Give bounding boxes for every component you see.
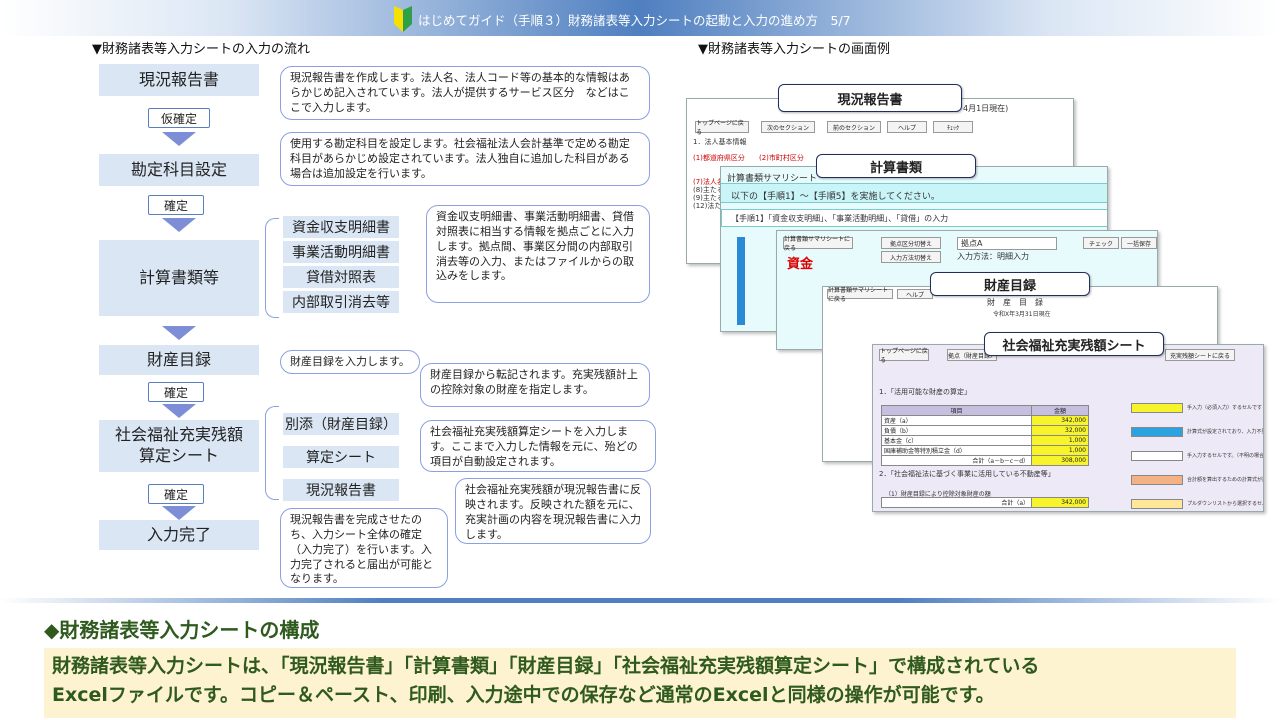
check-button[interactable]: チェック <box>1083 237 1119 249</box>
sum-table: 合計（a）342,000 <box>881 497 1089 508</box>
label-zaisan: 財産目録 <box>930 272 1090 296</box>
down-arrow-icon <box>162 132 196 146</box>
legend-text: 合計額を算出するための計算式が設定 <box>1187 477 1263 483</box>
beginner-mark-icon <box>394 6 412 32</box>
step-kakutei-1: 確定 <box>148 195 204 215</box>
down-arrow-icon <box>162 218 196 232</box>
legend-text: プルダウンリストから選択するセルです <box>1187 501 1263 507</box>
sub-naibu: 内部取引消去等 <box>283 291 399 313</box>
callout-complete: 現況報告書を完成させたのち、入力シート全体の確定（入力完了）を行います。入力完了… <box>280 508 448 588</box>
title-bar <box>0 0 1280 36</box>
flow-box-genkyo: 現況報告書 <box>99 64 259 96</box>
callout-zaisan: 財産目録を入力します。 <box>280 350 420 374</box>
callout-betten: 財産目録から転記されます。充実残額計上の控除対象の財産を指定します。 <box>420 363 650 407</box>
flow-section-title: ▼財務諸表等入力シートの入力の流れ <box>92 42 310 57</box>
down-arrow-icon <box>162 404 196 418</box>
flow-box-shakai: 社会福祉充実残額 算定シート <box>99 420 259 472</box>
summary-box: 財務諸表等入力シートは、「現況報告書」「計算書類」「財産目録」「社会福祉充実残額… <box>44 648 1236 718</box>
label-genkyo: 現況報告書 <box>778 84 962 112</box>
legend-swatch <box>1131 427 1183 437</box>
prev-section-button[interactable]: 前のセクション <box>827 121 881 133</box>
divider-bar <box>0 598 1280 603</box>
legend-text: 手入力するセルです。（不明の場合） <box>1187 453 1263 459</box>
check-button[interactable]: ﾁｪｯｸ <box>933 121 973 133</box>
sub-genkyo: 現況報告書 <box>283 479 399 501</box>
summary-line-2: Excelファイルです。コピー＆ペースト、印刷、入力途中での保存など通常のExc… <box>52 683 995 706</box>
callout-genkyo: 現況報告書を作成します。法人名、法人コード等の基本的な情報はあらかじめ記入されて… <box>280 66 650 120</box>
callout-santei: 社会福祉充実残額算定シートを入力します。ここまで入力した情報を元に、殆どの項目が… <box>420 420 656 472</box>
top-page-button[interactable]: トップページに戻る <box>879 348 929 364</box>
section-heading: ◆財務諸表等入力シートの構成 <box>44 618 320 642</box>
save-all-button[interactable]: 一括保存 <box>1121 237 1157 249</box>
screen-shakai: トップページに戻る 拠点（財産目録） 充実残額シートに戻る 1．「活用可能な財産… <box>872 344 1264 512</box>
sub-shikin: 資金収支明細書 <box>283 216 399 238</box>
label-keisan: 計算書類 <box>816 154 976 178</box>
help-button[interactable]: ヘルプ <box>887 121 927 133</box>
legend-swatch <box>1131 499 1183 509</box>
step-kakutei-2: 確定 <box>148 382 204 402</box>
summary-line-1: 財務諸表等入力シートは、「現況報告書」「計算書類」「財産目録」「社会福祉充実残額… <box>52 655 1040 677</box>
method-switch-button[interactable]: 入力方法切替え <box>881 251 941 263</box>
label-shakai: 社会福祉充実残額シート <box>984 332 1164 356</box>
kyoten-switch-button[interactable]: 拠点区分切替え <box>881 237 941 249</box>
screens-section-title: ▼財務諸表等入力シートの画面例 <box>698 42 890 57</box>
sub-santei: 算定シート <box>283 446 399 468</box>
jujitsu-back-button[interactable]: 充実残額シートに戻る <box>1165 349 1235 361</box>
callout-keisan: 資金収支明細書、事業活動明細書、貸借対照表に相当する情報を拠点ごとに入力します。… <box>426 205 650 303</box>
legend-swatch <box>1131 475 1183 485</box>
brace-keisan <box>265 218 279 318</box>
brace-shakai <box>265 406 279 500</box>
summary-back-button[interactable]: 計算書類サマリシートに戻る <box>783 236 853 252</box>
flow-box-keisan: 計算書類等 <box>99 240 259 316</box>
sub-betten: 別添（財産目録） <box>283 413 399 435</box>
sub-taishaku: 貸借対照表 <box>283 266 399 288</box>
flow-box-kanjo: 勘定科目設定 <box>99 154 259 186</box>
legend-text: 計算式が設定されており、入力不要 <box>1187 429 1263 435</box>
legend-text: 手入力（必須入力）するセルです <box>1187 405 1263 411</box>
flow-box-complete: 入力完了 <box>99 520 259 550</box>
flow-box-zaisan: 財産目録 <box>99 345 259 375</box>
next-section-button[interactable]: 次のセクション <box>761 121 815 133</box>
sub-jigyo: 事業活動明細書 <box>283 241 399 263</box>
legend-swatch <box>1131 451 1183 461</box>
top-page-button[interactable]: トップページに戻る <box>695 120 749 136</box>
callout-genkyo-hanei: 社会福祉充実残額が現況報告書に反映されます。反映された額を元に、充実計画の内容を… <box>455 478 651 544</box>
step-kakutei-3: 確定 <box>148 484 204 504</box>
summary-back-button[interactable]: 計算書類サマリシートに戻る <box>827 287 893 303</box>
help-button[interactable]: ヘルプ <box>897 289 933 299</box>
santei-table: 項目金額 資産（a）342,000 負債（b）32,000 基本金（c）1,00… <box>881 405 1089 466</box>
down-arrow-icon <box>162 506 196 520</box>
down-arrow-icon <box>162 326 196 340</box>
legend-swatch <box>1131 403 1183 413</box>
step-kari-kakutei: 仮確定 <box>148 108 210 128</box>
callout-kanjo: 使用する勘定科目を設定します。社会福祉法人会計基準で定める勘定科目があらかじめ設… <box>280 132 650 186</box>
page-title: はじめてガイド（手順３）財務諸表等入力シートの起動と入力の進め方 5/7 <box>418 13 851 28</box>
